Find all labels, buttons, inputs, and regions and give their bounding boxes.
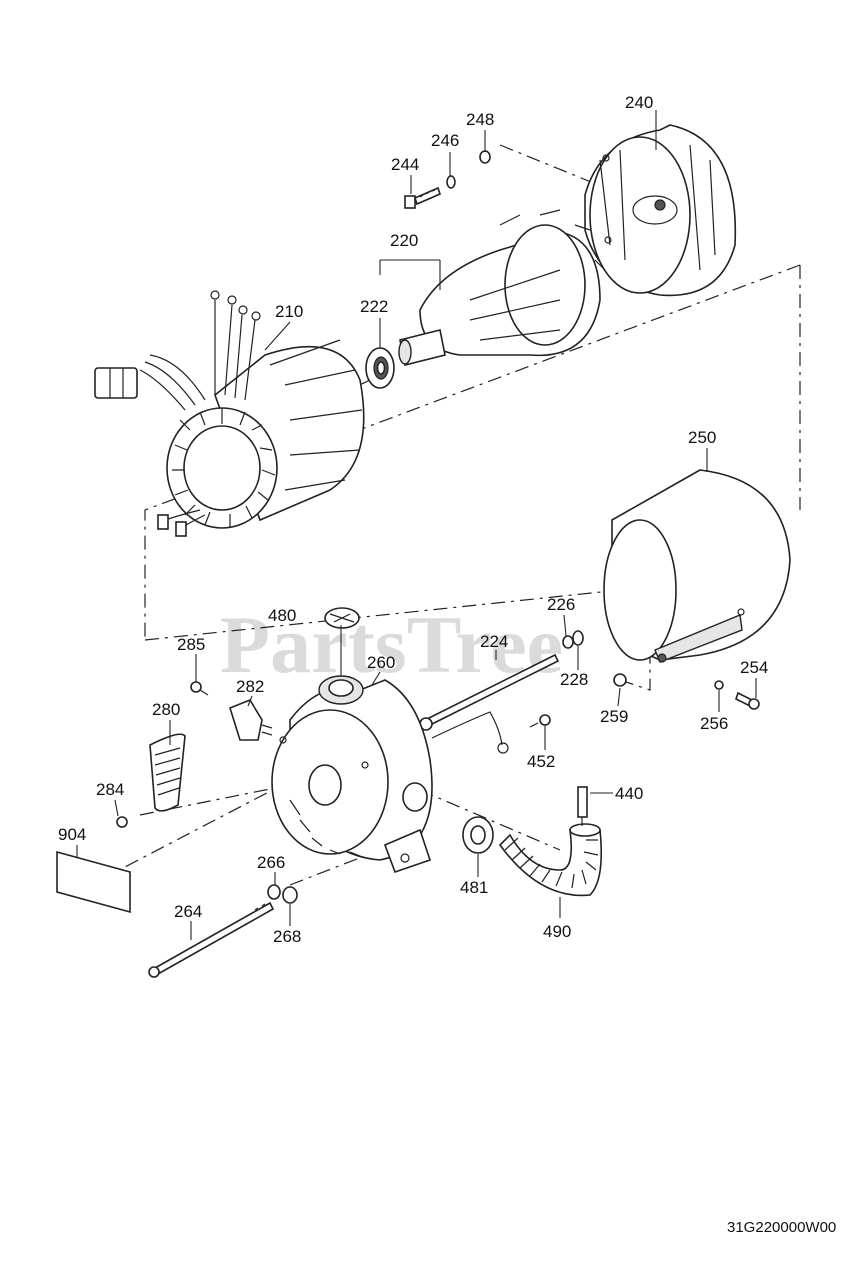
drawing-reference-code: 31G220000W00: [727, 1219, 836, 1236]
callout-268: 268: [273, 927, 301, 946]
washer-266-part: [267, 884, 281, 900]
receptacle-282-part: [229, 699, 273, 741]
callout-244: 244: [391, 155, 419, 174]
watermark-text: PartsTree: [220, 599, 563, 690]
conduit-490-part: [498, 786, 603, 897]
callout-240: 240: [625, 93, 653, 112]
callout-480: 480: [268, 606, 296, 625]
callout-256: 256: [700, 714, 728, 733]
cover-shell-part: [603, 469, 791, 663]
callout-224: 224: [480, 632, 508, 651]
callout-264: 264: [174, 902, 202, 921]
long-bolt-264-part: [148, 901, 275, 978]
grille-280-part: [149, 733, 186, 812]
callout-285: 285: [177, 635, 205, 654]
callout-226: 226: [547, 595, 575, 614]
callout-904: 904: [58, 825, 86, 844]
fan-cover-part: [584, 124, 737, 297]
bearing-part: [365, 347, 395, 389]
washer-226-part: [562, 635, 574, 649]
callout-259: 259: [600, 707, 628, 726]
callout-266: 266: [257, 853, 285, 872]
leader-lines: [76, 110, 757, 940]
callout-284: 284: [96, 780, 124, 799]
washer-228-part: [572, 630, 584, 646]
rotor-part: [398, 209, 606, 366]
callout-248: 248: [466, 110, 494, 129]
washer-268-part: [282, 886, 298, 904]
callout-246: 246: [431, 131, 459, 150]
ground-wire-452-part: [431, 711, 551, 754]
callout-254: 254: [740, 658, 768, 677]
stator-part: [94, 290, 365, 537]
callout-280: 280: [152, 700, 180, 719]
callout-440: 440: [615, 784, 643, 803]
label-904-part: [56, 850, 131, 914]
callout-490: 490: [543, 922, 571, 941]
end-bracket-part: [271, 675, 433, 874]
bolt-244-part: [404, 186, 441, 209]
callout-452: 452: [527, 752, 555, 771]
washer-256-part: [714, 680, 724, 690]
callout-250: 250: [688, 428, 716, 447]
cap-480-part: [324, 607, 360, 629]
washer-246-part: [446, 175, 456, 189]
washer-248-part: [479, 150, 491, 164]
grommet-481-part: [462, 816, 494, 854]
callout-labels: 240 248 246 244 220 222 210 250 226 228 …: [58, 93, 768, 946]
screw-285-part: [190, 681, 209, 696]
callout-481: 481: [460, 878, 488, 897]
callout-222: 222: [360, 297, 388, 316]
callout-282: 282: [236, 677, 264, 696]
callout-210: 210: [275, 302, 303, 321]
callout-228: 228: [560, 670, 588, 689]
screw-284-part: [116, 816, 128, 828]
screw-254-part: [735, 691, 760, 710]
through-bolt-224-part: [419, 653, 560, 731]
callout-260: 260: [367, 653, 395, 672]
callout-220: 220: [390, 231, 418, 250]
nut-259-part: [613, 673, 627, 687]
